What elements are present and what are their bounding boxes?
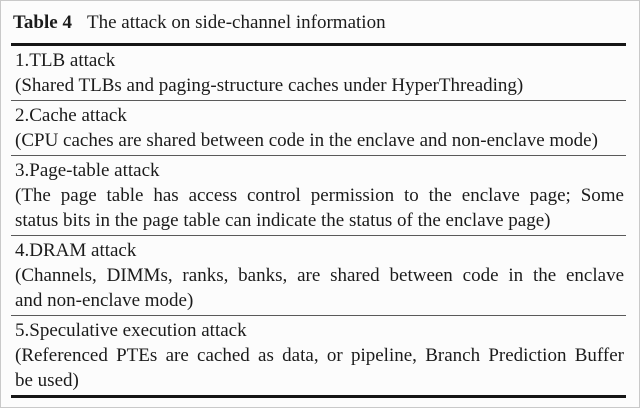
row-description-line: (Channels, DIMMs, ranks, banks, are shar…: [15, 265, 624, 286]
row-description: (The page table has access control permi…: [15, 183, 624, 233]
table-caption: Table 4 The attack on side-channel inform…: [0, 0, 640, 36]
table-row: 5.Speculative execution attack (Referenc…: [11, 316, 626, 395]
row-description-line: be used): [15, 370, 79, 391]
row-title: 5.Speculative execution attack: [15, 320, 247, 341]
table-caption-label: Table 4: [13, 12, 72, 33]
row-description: (Shared TLBs and paging-structure caches…: [15, 73, 624, 98]
row-description: (Channels, DIMMs, ranks, banks, are shar…: [15, 263, 624, 313]
table-row: 2.Cache attack (CPU caches are shared be…: [11, 101, 626, 156]
table-row: 3.Page-table attack (The page table has …: [11, 156, 626, 236]
row-description-line: (Shared TLBs and paging-structure caches…: [15, 75, 524, 96]
row-description-line: and non-enclave mode): [15, 290, 194, 311]
row-title: 2.Cache attack: [15, 105, 127, 126]
row-description-line: status bits in the page table can indica…: [15, 210, 551, 231]
row-description: (CPU caches are shared between code in t…: [15, 128, 624, 153]
row-description-line: (CPU caches are shared between code in t…: [15, 130, 598, 151]
row-description: (Referenced PTEs are cached as data, or …: [15, 343, 624, 393]
row-title: 1.TLB attack: [15, 50, 116, 71]
table-row: 4.DRAM attack (Channels, DIMMs, ranks, b…: [11, 236, 626, 316]
row-description-line: (Referenced PTEs are cached as data, or …: [15, 345, 624, 366]
paper-table-figure: Table 4 The attack on side-channel inform…: [0, 0, 640, 398]
table-caption-text: The attack on side-channel information: [86, 12, 386, 33]
attack-table: 1.TLB attack (Shared TLBs and paging-str…: [11, 43, 626, 398]
row-title: 4.DRAM attack: [15, 240, 137, 261]
row-description-line: (The page table has access control permi…: [15, 185, 624, 206]
row-title: 3.Page-table attack: [15, 160, 160, 181]
table-row: 1.TLB attack (Shared TLBs and paging-str…: [11, 46, 626, 101]
